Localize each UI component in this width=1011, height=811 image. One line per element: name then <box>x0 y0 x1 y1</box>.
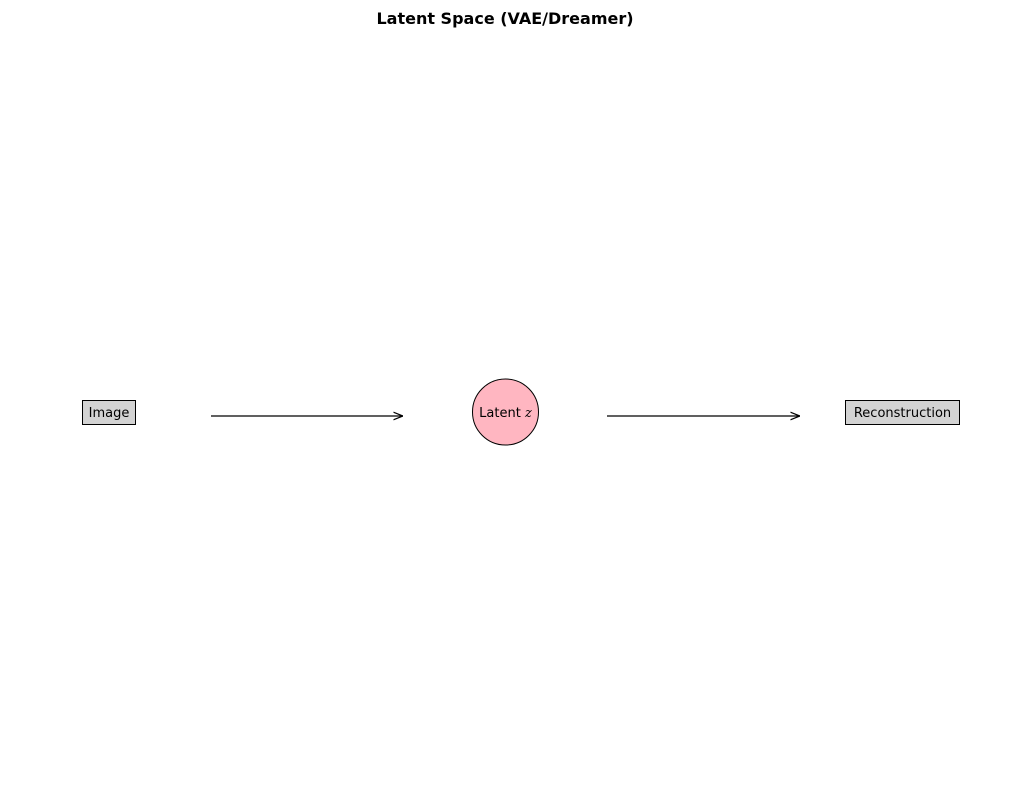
node-latent-label: Latent z <box>479 406 532 421</box>
node-image-box <box>82 400 136 425</box>
node-reconstruction-label: Reconstruction <box>854 406 951 421</box>
node-reconstruction-box <box>845 400 960 425</box>
node-latent-text: Latent <box>479 406 525 421</box>
node-latent-symbol: z <box>524 406 532 421</box>
node-reconstruction: Reconstruction <box>845 400 960 425</box>
node-latent: Latent z <box>472 378 539 446</box>
node-image-label: Image <box>89 406 130 421</box>
node-latent-circle <box>472 378 539 446</box>
node-image: Image <box>82 400 136 425</box>
diagram-title: Latent Space (VAE/Dreamer) <box>376 9 633 28</box>
